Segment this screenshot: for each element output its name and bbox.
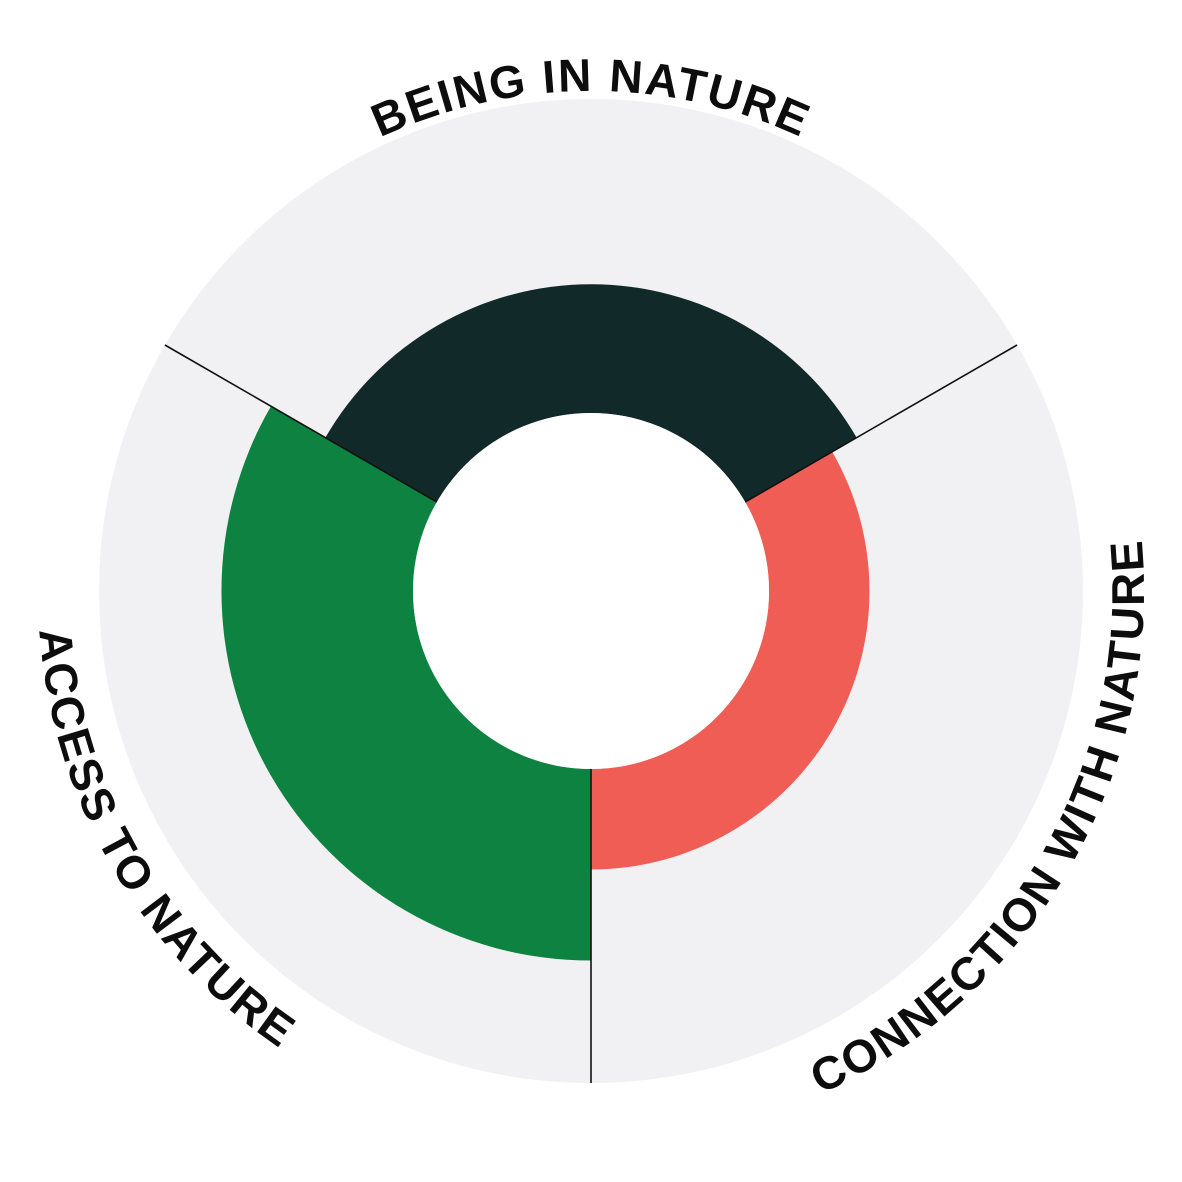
bar-being-in-nature — [325, 284, 857, 502]
bar-access-to-nature — [221, 406, 591, 961]
sector-divider — [164, 344, 438, 503]
sector-divider — [744, 344, 1018, 503]
center-hole — [413, 413, 769, 769]
bar-connection-with-nature — [591, 451, 870, 870]
